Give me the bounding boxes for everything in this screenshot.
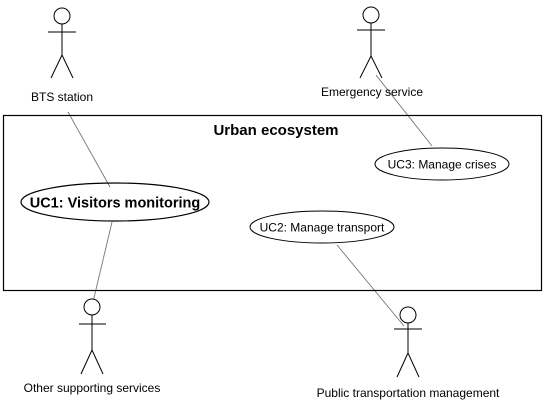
actor-bts-station-label: BTS station	[31, 90, 93, 104]
use-case-uc2-label: UC2: Manage transport	[260, 221, 385, 235]
stick-figure-icon	[79, 298, 106, 375]
actor-other-supporting-services-label: Other supporting services	[24, 381, 161, 395]
actor-emergency-service[interactable]: Emergency service	[321, 6, 423, 99]
actor-public-transportation-management-label: Public transportation management	[317, 386, 500, 400]
stick-figure-icon	[394, 306, 422, 378]
use-case-uc1-label: UC1: Visitors monitoring	[30, 196, 201, 212]
actor-other-supporting-services[interactable]: Other supporting services	[24, 298, 161, 395]
use-case-uc3[interactable]: UC3: Manage crises	[374, 147, 510, 181]
association-bts-uc1	[67, 111, 111, 188]
use-case-uc3-ellipse	[374, 147, 510, 181]
system-title: Urban ecosystem	[213, 122, 338, 139]
actor-emergency-service-label: Emergency service	[321, 85, 423, 99]
stick-figure-icon	[48, 7, 76, 79]
stick-figure-icon	[357, 6, 385, 79]
association-public-transport-uc2	[336, 244, 405, 327]
use-case-uc1[interactable]: UC1: Visitors monitoring	[20, 182, 210, 222]
actor-public-transportation-management[interactable]: Public transportation management	[317, 306, 500, 400]
actor-bts-station[interactable]: BTS station	[31, 7, 93, 104]
use-case-uc1-ellipse	[20, 182, 210, 222]
association-other-uc1	[92, 221, 113, 303]
use-case-uc2[interactable]: UC2: Manage transport	[249, 210, 395, 244]
use-case-uc2-ellipse	[249, 210, 395, 244]
use-case-uc3-label: UC3: Manage crises	[388, 158, 497, 172]
association-emergency-uc3	[375, 74, 433, 147]
system-boundary	[2, 114, 543, 292]
